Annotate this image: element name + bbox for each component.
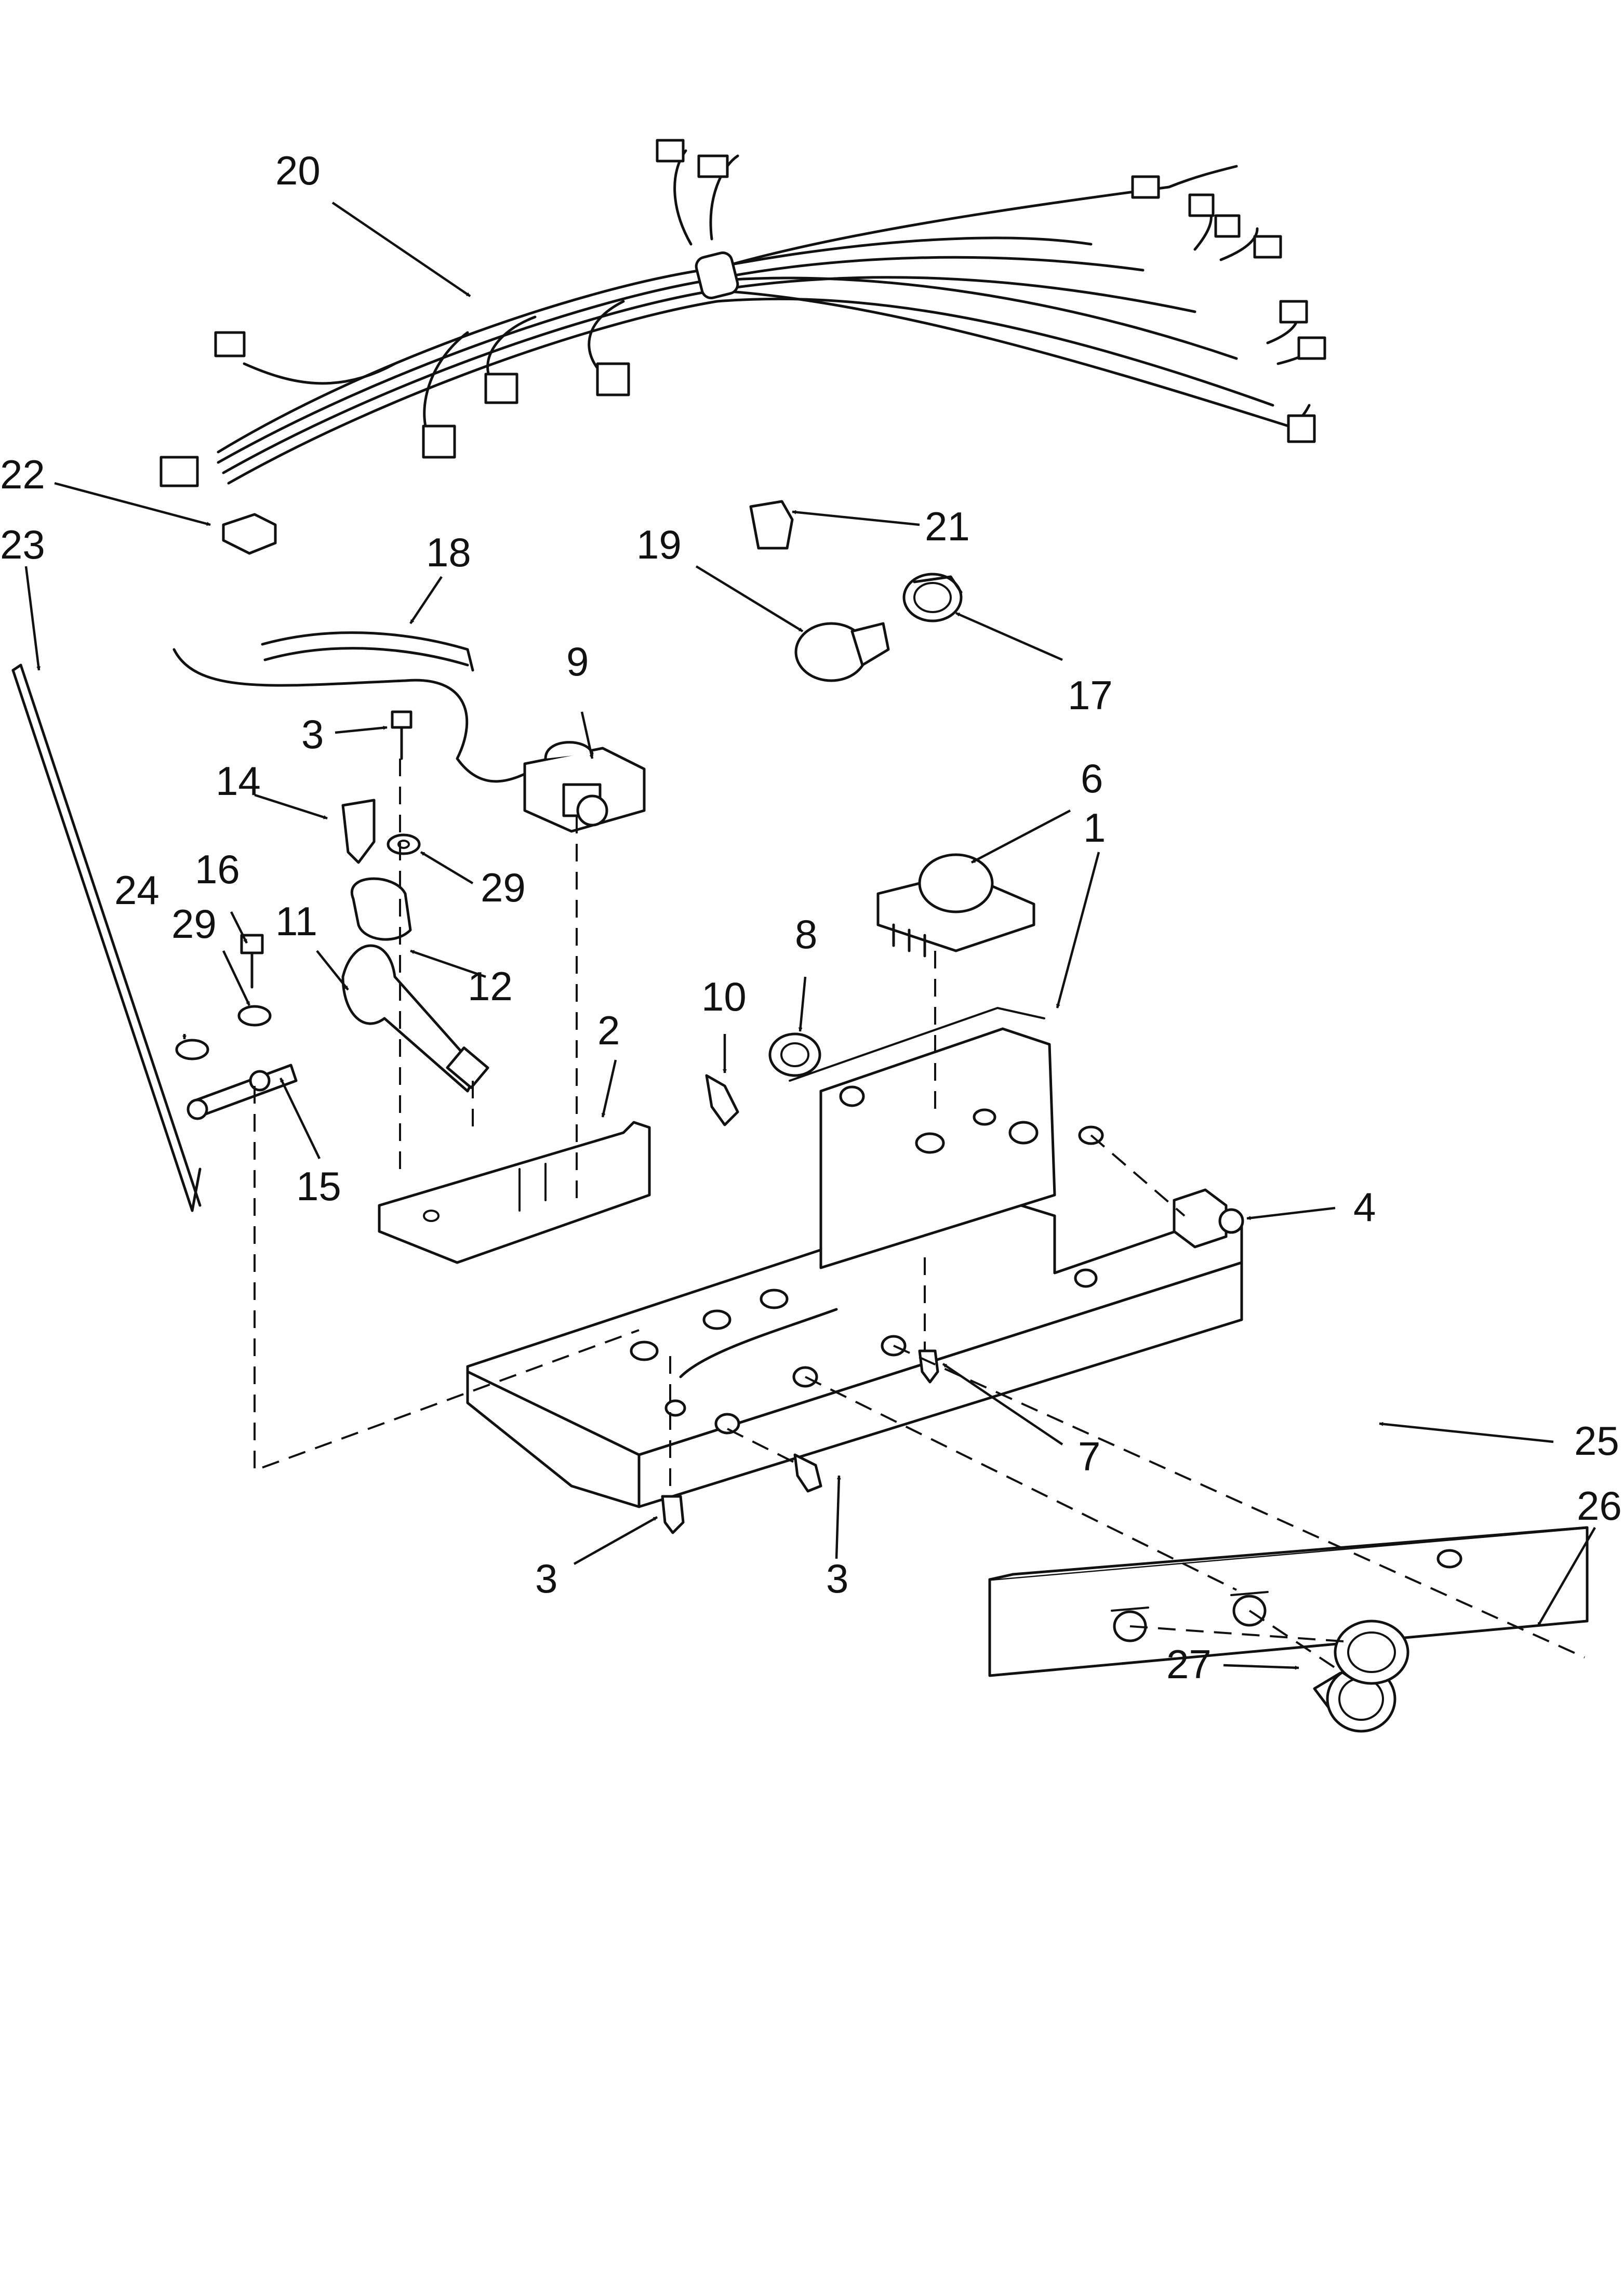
harness-plug	[656, 139, 685, 163]
callout-21: 21	[925, 503, 970, 549]
callout-22: 22	[0, 452, 45, 497]
callout-24: 24	[114, 867, 159, 913]
harness-plug	[1253, 235, 1282, 259]
harness-plug	[484, 373, 518, 404]
plug-button	[768, 1032, 821, 1077]
callout-23: 23	[0, 522, 45, 567]
callout-27: 27	[1166, 1641, 1212, 1687]
harness-plug	[214, 331, 246, 357]
harness-plug	[159, 456, 199, 487]
tube	[261, 631, 469, 651]
callout-20: 20	[275, 148, 321, 193]
harness-plug	[1279, 300, 1308, 324]
callout-3: 3	[535, 1556, 557, 1601]
screw	[661, 1495, 685, 1534]
harness-plug	[1287, 414, 1316, 443]
control-rod	[11, 663, 202, 1212]
screw	[240, 934, 264, 989]
tube	[263, 647, 469, 667]
callout-12: 12	[468, 963, 513, 1009]
temperature-control	[523, 741, 646, 833]
control-bracket	[378, 1121, 651, 1264]
washer	[387, 833, 421, 855]
mounting-clip	[351, 877, 412, 941]
capillary-tube	[172, 648, 537, 783]
harness-plug	[1131, 175, 1160, 199]
callout-6: 6	[1081, 755, 1103, 801]
harness-plug	[1188, 193, 1215, 217]
harness-plug	[422, 424, 456, 459]
callout-14: 14	[216, 758, 261, 804]
defrost-timer	[876, 853, 1035, 958]
harness-plug	[596, 362, 630, 396]
callout-3: 3	[301, 711, 324, 757]
damper-control	[341, 944, 489, 1093]
control-housing	[466, 1007, 1243, 1508]
bracket	[341, 799, 376, 864]
wire-clip	[222, 513, 277, 555]
callout-18: 18	[426, 529, 471, 575]
washer	[175, 1039, 209, 1060]
callout-29: 29	[481, 865, 526, 910]
harness-plug	[1214, 214, 1241, 238]
callout-2: 2	[597, 1007, 620, 1053]
control-knob	[1334, 1620, 1409, 1685]
callout-26: 26	[1577, 1483, 1622, 1529]
callout-11: 11	[275, 898, 317, 944]
light-bulb	[794, 622, 890, 682]
leader-lines	[24, 202, 1596, 1670]
light-switch	[1173, 1188, 1244, 1249]
control-panel	[988, 1526, 1589, 1677]
callout-25: 25	[1574, 1418, 1619, 1464]
clip	[749, 500, 794, 550]
callout-7: 7	[1078, 1434, 1100, 1479]
callout-19: 19	[636, 522, 682, 567]
callout-3: 3	[826, 1556, 848, 1601]
callout-17: 17	[1068, 672, 1113, 718]
callout-10: 10	[701, 974, 747, 1019]
harness-plug	[697, 154, 729, 178]
light-socket	[902, 573, 963, 622]
harness-plug	[1297, 336, 1326, 360]
washer	[237, 1005, 272, 1027]
screw	[793, 1453, 822, 1493]
callout-4: 4	[1353, 1184, 1376, 1230]
callout-8: 8	[795, 911, 817, 957]
wire-harness	[159, 139, 1326, 487]
callout-labels: 20 22 23 18 21 19 17 9 3 14 29 6 1 16 24…	[0, 148, 1622, 1687]
alignment-lines	[254, 759, 1585, 1679]
callout-29: 29	[171, 901, 217, 947]
screw	[391, 710, 413, 760]
callout-1: 1	[1083, 805, 1106, 851]
callout-16: 16	[195, 846, 240, 892]
screw	[705, 1074, 739, 1126]
callout-15: 15	[296, 1163, 341, 1209]
callout-9: 9	[566, 639, 589, 684]
